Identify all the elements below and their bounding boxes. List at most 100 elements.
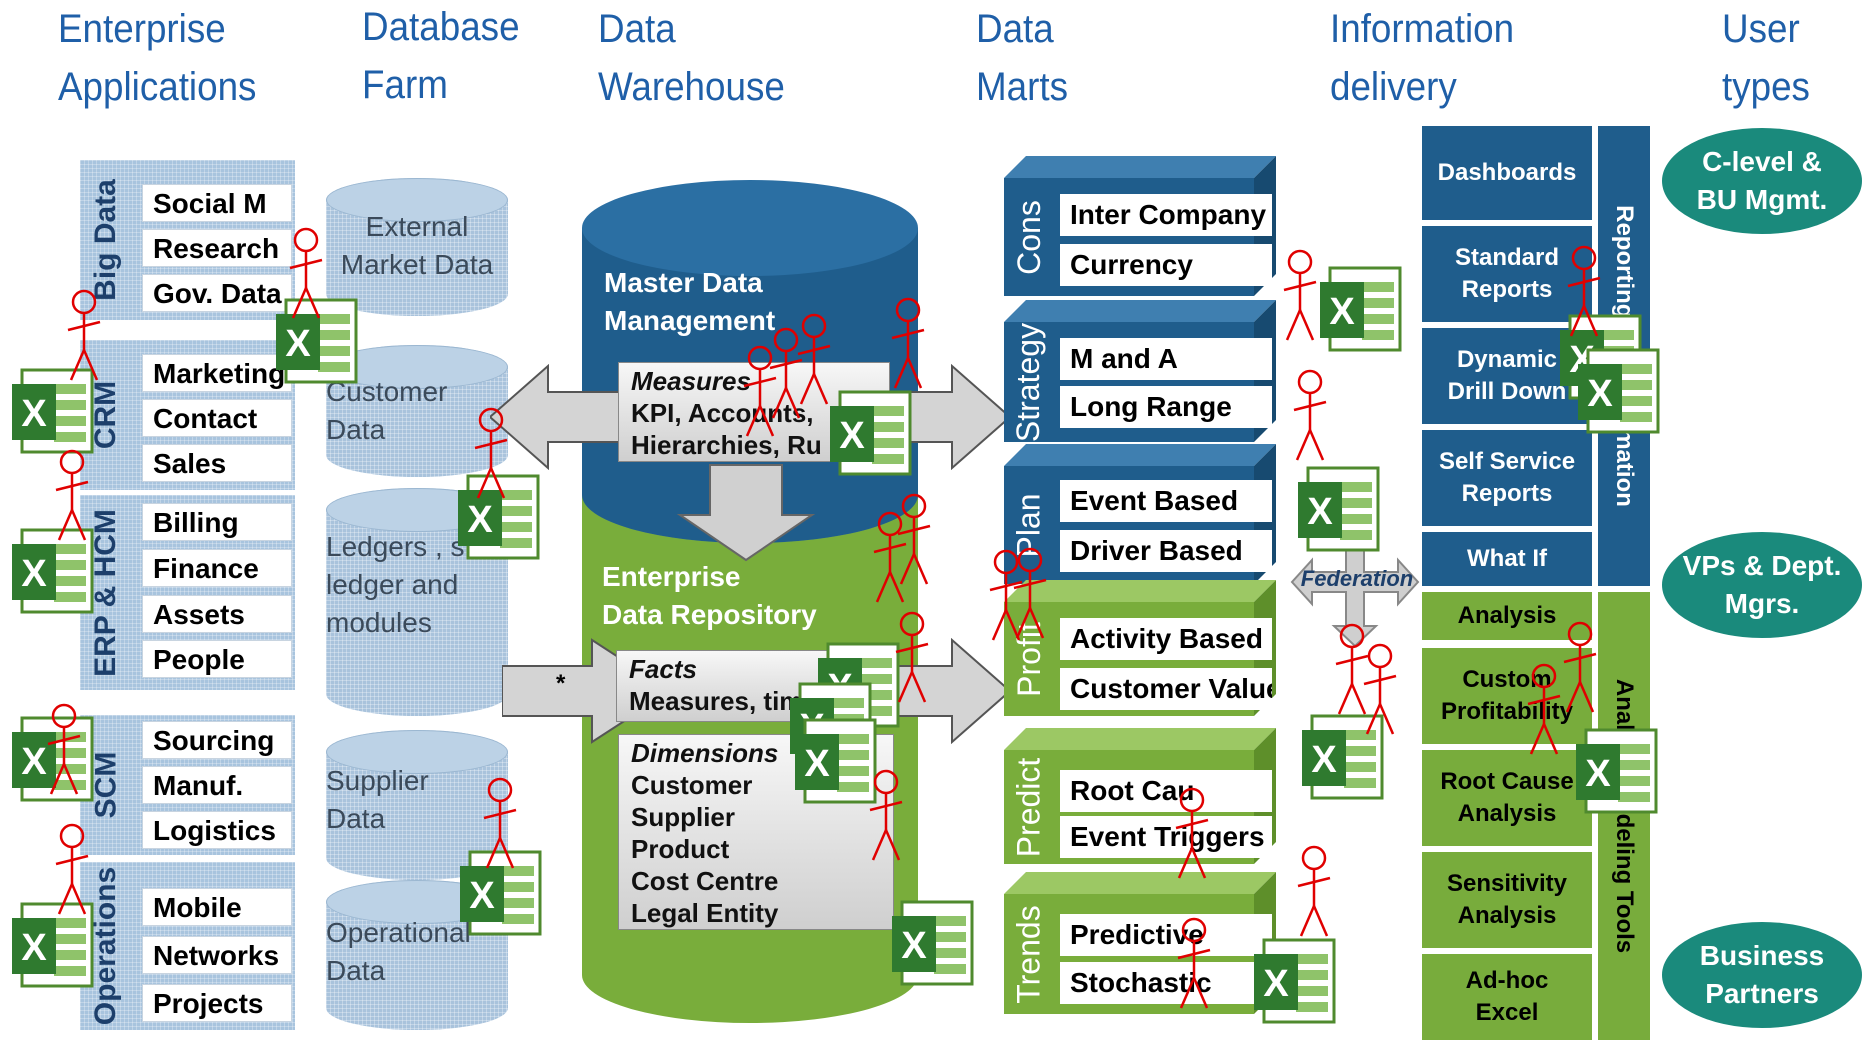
header-data-marts: Data Marts xyxy=(976,7,1068,109)
mart-item[interactable]: M and A xyxy=(1060,338,1272,380)
app-group-erp-hcm: ERP & HCM Billing Finance Assets People xyxy=(80,495,295,690)
excel-icon: X xyxy=(460,850,542,936)
app-group-crm: CRM Marketing Contact Sales xyxy=(80,340,295,490)
excel-icon: X xyxy=(1578,348,1660,434)
svg-text:X: X xyxy=(285,323,311,365)
excel-icon: X xyxy=(1576,728,1658,814)
excel-icon: X xyxy=(1298,466,1380,552)
app-item[interactable]: Projects xyxy=(142,984,292,1022)
user-type-business-partners[interactable]: Business Partners xyxy=(1662,922,1862,1028)
app-item[interactable]: Marketing xyxy=(142,354,292,392)
stick-figure-icon xyxy=(769,327,803,419)
svg-text:X: X xyxy=(1585,753,1611,795)
mart-item[interactable]: Activity Based xyxy=(1060,618,1272,660)
app-item[interactable]: People xyxy=(142,640,292,678)
excel-icon: X xyxy=(12,528,94,614)
delivery-adhoc-excel[interactable]: Ad-hoc Excel xyxy=(1422,954,1592,1040)
mart-item[interactable]: Customer Value xyxy=(1060,668,1272,710)
delivery-standard-reports[interactable]: Standard Reports xyxy=(1422,226,1592,322)
app-item[interactable]: Research xyxy=(142,229,292,267)
stick-figure-icon xyxy=(1283,249,1317,341)
dimension-item: Legal Entity xyxy=(631,898,779,928)
mart-strategy[interactable]: Strategy M and A Long Range xyxy=(1004,300,1276,442)
stick-figure-icon xyxy=(1013,547,1047,639)
app-item[interactable]: Logistics xyxy=(142,811,292,849)
svg-text:X: X xyxy=(21,741,47,783)
measures-title: Measures xyxy=(631,366,751,396)
delivery-analysis[interactable]: Analysis xyxy=(1422,592,1592,640)
svg-text:X: X xyxy=(901,925,927,967)
excel-icon: X xyxy=(1320,266,1402,352)
mart-item[interactable]: Driver Based xyxy=(1060,530,1272,572)
svg-text:X: X xyxy=(1307,491,1333,533)
svg-text:X: X xyxy=(1329,291,1355,333)
delivery-self-service-reports[interactable]: Self Service Reports xyxy=(1422,430,1592,526)
stick-figure-icon xyxy=(897,493,931,585)
stick-figure-icon xyxy=(1293,369,1327,461)
app-item[interactable]: Manuf. xyxy=(142,766,292,804)
header-database-farm: Database Farm xyxy=(362,5,520,107)
delivery-what-if[interactable]: What If xyxy=(1422,532,1592,586)
app-item[interactable]: Assets xyxy=(142,595,292,633)
dimension-item: Product xyxy=(631,834,730,864)
mart-item[interactable]: Root Cau xyxy=(1060,770,1272,812)
stick-figure-icon xyxy=(474,407,508,499)
delivery-dashboards[interactable]: Dashboards xyxy=(1422,126,1592,220)
stick-figure-icon xyxy=(989,549,1023,641)
header-information-delivery: Information delivery xyxy=(1330,7,1515,109)
mart-trends[interactable]: Trends Predictive Stochastic xyxy=(1004,872,1276,1014)
excel-icon: X xyxy=(1302,714,1384,800)
stick-figure-icon xyxy=(1177,917,1211,1009)
mart-predict[interactable]: Predict Root Cau Event Triggers xyxy=(1004,728,1276,864)
user-type-vps[interactable]: VPs & Dept. Mgrs. xyxy=(1662,532,1862,638)
app-item[interactable]: Sourcing xyxy=(142,721,292,759)
stick-figure-icon xyxy=(1527,663,1561,755)
stick-figure-icon xyxy=(47,703,81,795)
delivery-sensitivity-analysis[interactable]: Sensitivity Analysis xyxy=(1422,852,1592,948)
mart-profit[interactable]: Profit Activity Based Customer Value xyxy=(1004,580,1276,716)
app-item[interactable]: Mobile xyxy=(142,888,292,926)
stick-figure-icon xyxy=(1567,245,1601,337)
mart-item[interactable]: Long Range xyxy=(1060,386,1272,428)
mart-item[interactable]: Event Based xyxy=(1060,480,1272,522)
stick-figure-icon xyxy=(895,611,929,703)
mart-cons[interactable]: Cons Inter Company Currency xyxy=(1004,156,1276,296)
stick-figure-icon xyxy=(873,511,907,603)
app-item[interactable]: Billing xyxy=(142,503,292,541)
mart-item[interactable]: Event Triggers xyxy=(1060,816,1272,858)
app-item[interactable]: Finance xyxy=(142,549,292,587)
svg-text:X: X xyxy=(21,553,47,595)
app-item[interactable]: Social M xyxy=(142,184,292,222)
dimension-item: Customer xyxy=(631,770,753,800)
user-type-c-level[interactable]: C-level & BU Mgmt. xyxy=(1662,128,1862,234)
app-group-operations: Operations Mobile Networks Projects xyxy=(80,862,295,1030)
stick-figure-icon xyxy=(289,227,323,319)
stick-figure-icon xyxy=(743,345,777,437)
app-item[interactable]: Gov. Data xyxy=(142,274,292,312)
facts-line: Measures, tim xyxy=(629,686,803,716)
mart-item[interactable]: Predictive xyxy=(1060,914,1272,956)
app-item[interactable]: Sales xyxy=(142,444,292,482)
mart-plan[interactable]: Plan Event Based Driver Based xyxy=(1004,444,1276,584)
excel-icon: X xyxy=(830,390,912,476)
db-ledgers[interactable]: Ledgers , s ledger and modules xyxy=(326,488,508,716)
measures-box[interactable]: Measures KPI, Accounts, Hierarchies, Ru xyxy=(618,362,890,462)
delivery-root-cause-analysis[interactable]: Root Cause Analysis xyxy=(1422,750,1592,846)
facts-arrow-marker: * xyxy=(556,670,566,697)
mart-item[interactable]: Inter Company xyxy=(1060,194,1272,236)
db-external-market-data[interactable]: External Market Data xyxy=(326,178,508,316)
app-item[interactable]: Contact xyxy=(142,399,292,437)
excel-icon: X xyxy=(1254,938,1336,1024)
analytic-modeling-band: Analytic Modeling Tools xyxy=(1598,592,1650,1040)
mart-item[interactable]: Currency xyxy=(1060,244,1272,286)
stick-figure-icon xyxy=(1297,845,1331,937)
delivery-customer-profitability[interactable]: Custom Profitability xyxy=(1422,648,1592,744)
edr-title: Enterprise Data Repository xyxy=(602,561,817,630)
dimension-item: Cost Centre xyxy=(631,866,779,896)
stick-figure-icon xyxy=(67,289,101,381)
db-label: Operational Data xyxy=(326,917,471,986)
stick-figure-icon xyxy=(797,313,831,405)
dimension-item: Supplier xyxy=(631,802,736,832)
app-item[interactable]: Networks xyxy=(142,936,292,974)
